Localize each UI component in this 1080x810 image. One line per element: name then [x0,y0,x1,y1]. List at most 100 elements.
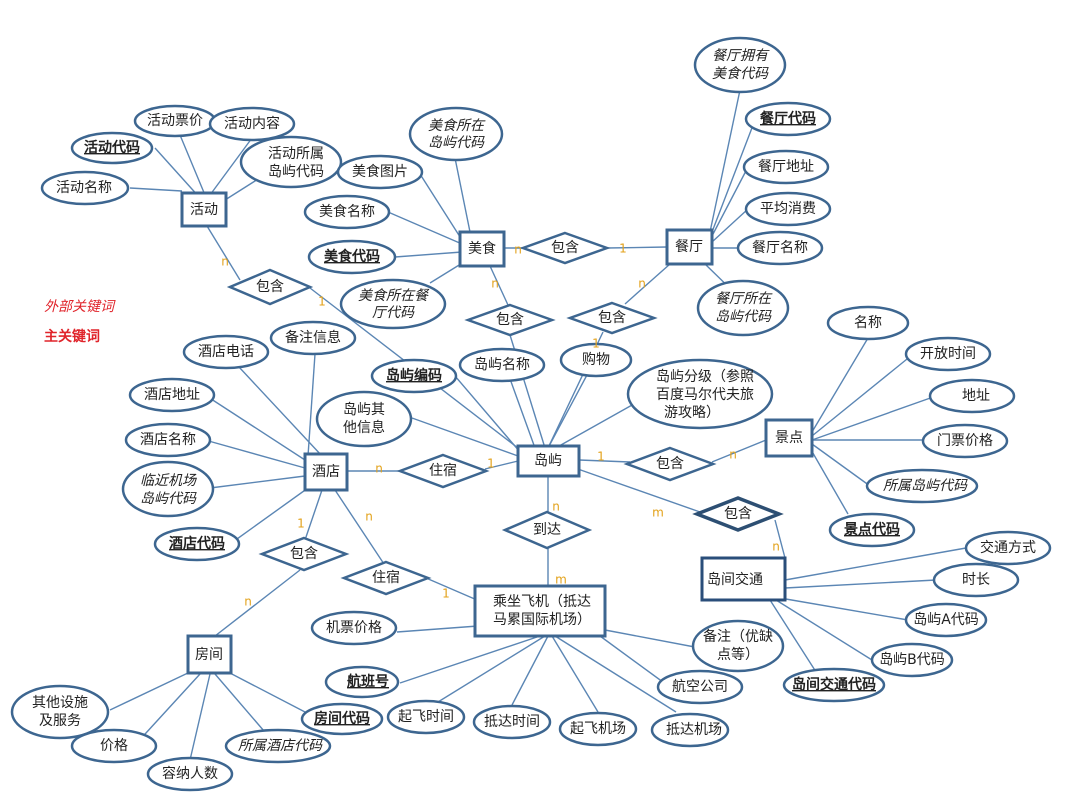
cardinality-label: 1 [592,337,600,351]
entity-restaurant: 餐厅 [665,228,714,266]
cardinality-label: 1 [487,457,495,471]
cardinality-label: n [772,540,780,554]
attr-flight-price: 机票价格 [310,610,398,646]
cardinality-label: n [729,448,737,462]
edges [109,89,967,761]
entities: 活动 美食 餐厅 岛屿 酒店 房间 景点 岛间交通 [180,191,814,675]
attr-food-image: 美食图片 [336,154,424,190]
attr-flight-depart-time: 起飞时间 [386,699,466,735]
attr-hotel-airport-code: 临近机场 岛屿代码 [121,460,215,518]
attr-food-code: 美食代码 [307,239,397,275]
svg-text:岛屿: 岛屿 [534,453,562,469]
attr-hotel-code: 酒店代码 [153,526,241,562]
svg-text:包含: 包含 [256,279,284,295]
svg-text:岛屿代码: 岛屿代码 [268,164,324,180]
relation-hotel-room: 包含 [258,536,350,572]
svg-text:交通方式: 交通方式 [980,539,1036,556]
attr-restaurant-code: 餐厅代码 [744,101,832,137]
svg-text:酒店代码: 酒店代码 [169,535,225,552]
legend-external-key: 外部关键词 [44,299,114,315]
attr-food-island-code: 美食所在 岛屿代码 [408,106,504,162]
svg-text:平均消费: 平均消费 [760,201,816,217]
attr-activity-content: 活动内容 [208,106,296,142]
svg-text:酒店地址: 酒店地址 [144,387,200,403]
cardinality-label: m [555,573,567,587]
attr-flight-airline: 航空公司 [656,669,744,705]
cardinality-label: m [652,506,664,520]
svg-text:游攻略）: 游攻略） [664,405,720,421]
attr-transport-island-a: 岛屿A代码 [904,602,988,638]
attr-transport-mode: 交通方式 [964,530,1052,566]
svg-text:点等）: 点等） [717,646,759,663]
svg-text:美食代码: 美食代码 [712,66,769,82]
svg-text:门票价格: 门票价格 [937,433,993,449]
svg-text:临近机场: 临近机场 [140,473,197,489]
svg-text:岛屿代码: 岛屿代码 [428,135,485,151]
attr-food-restaurant-code: 美食所在餐 厅代码 [339,278,447,330]
svg-text:购物: 购物 [582,352,610,368]
svg-text:岛间交通: 岛间交通 [707,571,763,588]
svg-text:抵达时间: 抵达时间 [484,714,540,730]
cardinality-label: n [491,277,499,291]
relation-island-flight: 到达 [501,510,593,550]
svg-text:机票价格: 机票价格 [326,620,382,636]
attr-restaurant-food-code: 餐厅拥有 美食代码 [693,36,787,94]
attr-hotel-name: 酒店名称 [124,422,212,458]
svg-text:美食所在: 美食所在 [428,118,486,134]
svg-text:活动票价: 活动票价 [147,113,203,129]
svg-text:包含: 包含 [598,310,626,326]
svg-text:价格: 价格 [100,738,128,754]
entity-scenic: 景点 [764,418,814,458]
relation-island-transport: 包含 [692,496,784,532]
svg-text:餐厅所在: 餐厅所在 [715,291,773,307]
entity-interisland-transport: 岛间交通 [700,556,787,602]
relation-hotel-island: 住宿 [396,453,490,489]
attr-restaurant-name: 餐厅名称 [736,230,824,266]
svg-text:活动代码: 活动代码 [84,139,140,156]
svg-text:所属酒店代码: 所属酒店代码 [238,738,323,754]
svg-text:餐厅: 餐厅 [675,239,703,255]
svg-text:容纳人数: 容纳人数 [162,765,218,782]
svg-text:岛屿编码: 岛屿编码 [386,367,442,384]
attr-restaurant-avg: 平均消费 [744,191,832,227]
svg-text:及服务: 及服务 [39,713,81,729]
svg-text:名称: 名称 [854,315,882,331]
attr-activity-price: 活动票价 [133,104,217,138]
svg-text:百度马尔代夫旅: 百度马尔代夫旅 [656,387,754,403]
svg-text:景点: 景点 [775,430,803,446]
svg-text:景点代码: 景点代码 [844,521,900,538]
svg-text:餐厅拥有: 餐厅拥有 [712,48,770,64]
svg-text:抵达机场: 抵达机场 [666,722,722,738]
attr-scenic-open: 开放时间 [904,336,992,372]
attr-scenic-ticket: 门票价格 [921,423,1009,459]
attr-room-capacity: 容纳人数 [146,756,234,792]
svg-text:他信息: 他信息 [343,419,385,436]
svg-text:到达: 到达 [533,522,561,538]
attr-hotel-note: 备注信息 [269,320,357,356]
svg-text:包含: 包含 [656,456,684,472]
svg-text:包含: 包含 [290,546,318,562]
relation-food-restaurant: 包含 [519,231,611,265]
svg-text:备注（优缺: 备注（优缺 [703,628,773,645]
cardinality-label: 1 [442,587,450,601]
attr-scenic-name: 名称 [826,305,910,341]
attr-island-grade: 岛屿分级（参照 百度马尔代夫旅 游攻略） [626,358,774,430]
attr-flight-depart-airport: 起飞机场 [558,711,638,747]
svg-text:航空公司: 航空公司 [672,679,728,695]
attr-room-price: 价格 [70,728,158,764]
attr-food-name: 美食名称 [303,194,391,230]
svg-text:住宿: 住宿 [429,462,457,479]
svg-text:酒店电话: 酒店电话 [198,344,254,360]
svg-text:住宿: 住宿 [372,569,400,586]
attr-restaurant-island-code: 餐厅所在 岛屿代码 [696,279,790,337]
svg-text:活动: 活动 [190,202,218,218]
cardinality-label: n [375,462,383,476]
entity-room: 房间 [186,634,233,675]
svg-text:备注信息: 备注信息 [285,329,341,346]
svg-text:美食所在餐: 美食所在餐 [358,288,430,304]
svg-text:其他设施: 其他设施 [32,695,88,711]
attr-transport-island-b: 岛屿B代码 [870,642,954,678]
svg-text:岛屿分级（参照: 岛屿分级（参照 [656,368,754,385]
attr-scenic-code: 景点代码 [828,512,916,548]
